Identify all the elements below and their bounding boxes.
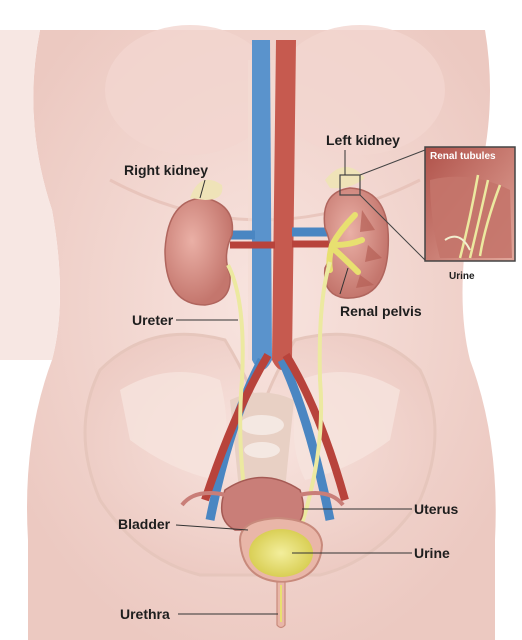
label-bladder: Bladder [118,517,170,531]
right-kidney [165,198,232,305]
label-left-kidney: Left kidney [326,133,400,147]
label-ureter: Ureter [132,313,173,327]
label-right-kidney: Right kidney [124,163,208,177]
label-renal-tubules: Renal tubules [430,152,496,162]
label-uterus: Uterus [414,502,458,516]
vena-cava [252,40,272,370]
label-urine-inset: Urine [449,272,475,282]
aorta [272,40,296,370]
label-renal-pelvis: Renal pelvis [340,304,422,318]
label-urine: Urine [414,546,450,560]
label-urethra: Urethra [120,607,170,621]
